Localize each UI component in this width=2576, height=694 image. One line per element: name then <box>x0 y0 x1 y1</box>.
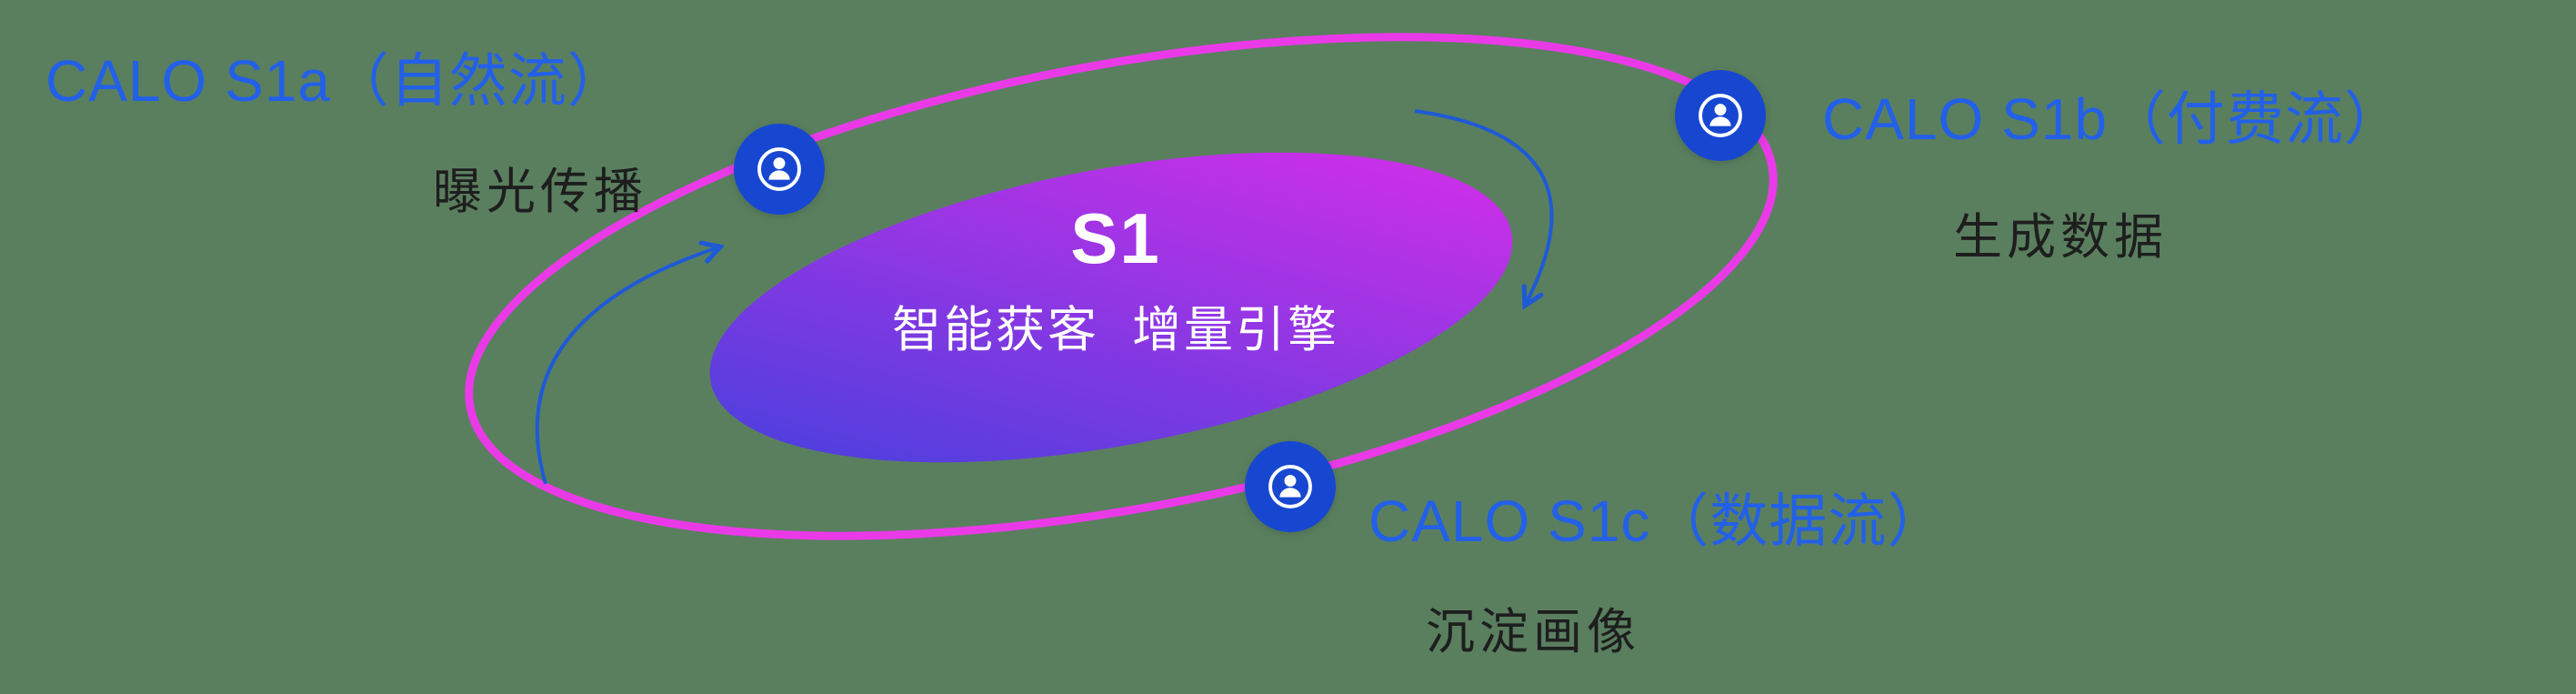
person-icon <box>1699 94 1742 137</box>
label-s1a-title: CALO S1a（自然流） <box>45 48 626 114</box>
core-title: S1 <box>1070 198 1161 278</box>
label-s1a-subtitle: 曝光传播 <box>433 165 647 219</box>
node-s1c <box>1245 441 1336 532</box>
label-s1c-subtitle: 沉淀画像 <box>1426 605 1640 659</box>
person-icon <box>1268 465 1312 508</box>
label-s1b-subtitle: 生成数据 <box>1953 210 2168 265</box>
flow-arrow-left <box>535 247 718 485</box>
person-icon <box>757 147 801 191</box>
node-s1b <box>1675 70 1766 161</box>
node-s1a <box>734 124 825 215</box>
core-ellipse <box>709 152 1513 463</box>
core-subtitle: 智能获客 增量引擎 <box>891 302 1339 357</box>
label-s1c-title: CALO S1c（数据流） <box>1368 488 1947 554</box>
label-s1b-title: CALO S1b（付费流） <box>1822 86 2403 152</box>
core-text-block: S1 智能获客 增量引擎 <box>816 198 1416 361</box>
flow-arrow-right <box>1414 109 1554 304</box>
orbit-ring <box>465 33 1778 540</box>
